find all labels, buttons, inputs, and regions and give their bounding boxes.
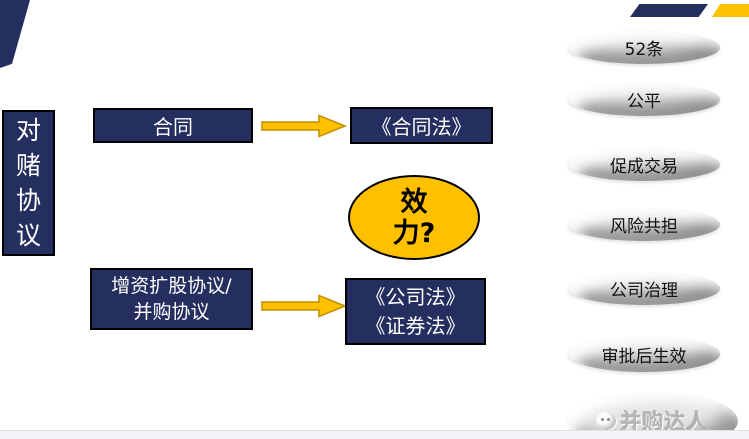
vertical-title-box: 对 赌 协 议	[2, 110, 55, 256]
arrow-right-icon	[261, 114, 347, 138]
validity-question-ellipse: 效 力?	[348, 175, 480, 260]
bullet-ellipse-corporate-governance: 公司治理	[568, 272, 720, 305]
bullet-ellipse-52tiao: 52条	[568, 31, 720, 64]
agreements-box: 增资扩股协议/ 并购协议	[90, 268, 253, 330]
bullet-ellipse-fairness: 公平	[568, 83, 720, 116]
contract-law-box: 《合同法》	[350, 107, 493, 144]
bottom-edge-strip	[0, 430, 749, 439]
header-accent-navy-bar	[630, 4, 708, 17]
contract-box: 合同	[93, 108, 253, 143]
panda-logo-icon	[595, 412, 616, 430]
laws-box: 《公司法》 《证券法》	[345, 278, 486, 345]
header-accent-gold-bar	[712, 4, 749, 17]
bullet-ellipse-effective-after-approval: 审批后生效	[568, 336, 720, 372]
bullet-ellipse-facilitate-deal: 促成交易	[568, 148, 720, 181]
arrow-right-icon	[261, 294, 347, 318]
corner-accent-shape	[0, 0, 30, 68]
bullet-ellipse-risk-sharing: 风险共担	[568, 208, 720, 241]
